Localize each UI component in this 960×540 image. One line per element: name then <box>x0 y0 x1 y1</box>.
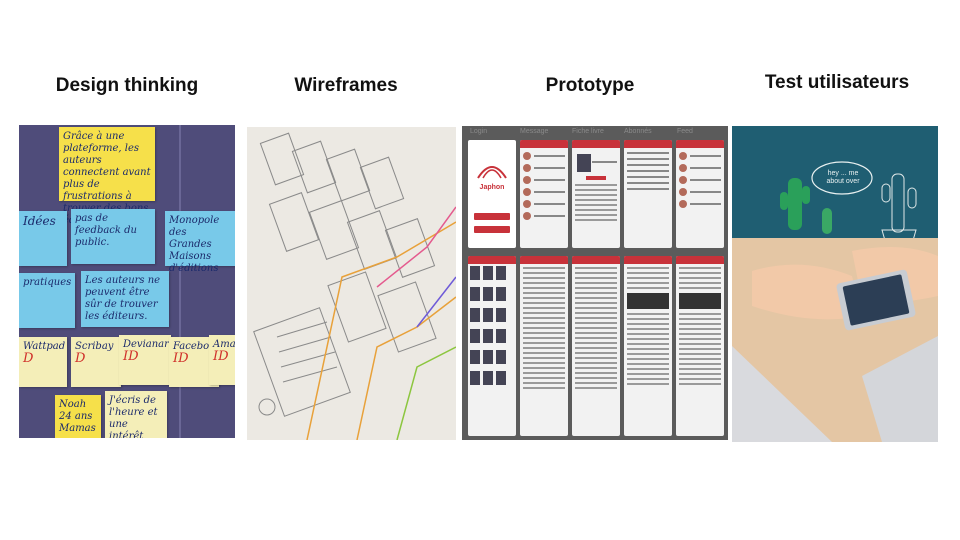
wireframe-sketch-drawing <box>253 132 456 440</box>
sticky-note-bottom: J'écris de l'heure et une intérêt pour l… <box>105 391 167 438</box>
prototype-reading-screen-3 <box>624 256 672 436</box>
prototype-fiche-livre-screen <box>572 140 620 248</box>
prototype-app-name: Japhon <box>479 184 505 191</box>
column-title-design-thinking: Design thinking <box>55 75 199 96</box>
user-test-illustration <box>732 161 938 442</box>
prototype-screen-label-login: Login <box>470 128 488 135</box>
user-test-photo: hey ... me about over <box>732 126 938 442</box>
sticky-note-amazon-label: Amazon <box>213 339 235 350</box>
sticky-note-idees: Idées <box>19 211 67 266</box>
column-title-wireframes: Wireframes <box>294 75 398 96</box>
sticky-note-scribay-tag: D <box>75 351 86 366</box>
sticky-note-devianart-tag: ID <box>123 349 139 364</box>
sticky-note-scribay-label: Scribay <box>75 341 114 352</box>
sticky-note-scribay: Scribay D <box>71 337 121 387</box>
sticky-note-wattpad: Wattpad D <box>19 337 67 387</box>
sticky-note-feedback: pas de feedback du public. <box>71 209 155 264</box>
sticky-note-devianart: Devianart ID <box>119 335 173 385</box>
prototype-reading-screen-2 <box>572 256 620 436</box>
sticky-note-pratiques: pratiques <box>19 273 75 328</box>
sticky-note-auteurs: Les auteurs ne peuvent être sûr de trouv… <box>81 271 169 327</box>
sticky-note-facebook-label: Facebook <box>173 341 222 352</box>
prototype-screen-label-abonnes: Abonnés <box>624 128 652 135</box>
sticky-note-wattpad-label: Wattpad <box>23 341 66 352</box>
design-thinking-photo: Grâce à une plateforme, les auteurs conn… <box>19 125 235 438</box>
prototype-message-screen <box>520 140 568 248</box>
prototype-screen-label-fiche-livre: Fiche livre <box>572 128 604 135</box>
user-test-bubble-text: hey ... me about over <box>826 170 860 185</box>
sticky-note-wattpad-tag: D <box>23 351 34 366</box>
prototype-login-screen: Japhon <box>468 140 516 248</box>
sticky-note-devianart-label: Devianart <box>123 339 173 350</box>
sticky-note-noah: Noah 24 ans Mamas <box>55 395 101 438</box>
sticky-note-amazon: Amazon ID <box>209 335 235 385</box>
column-title-test-utilisateurs: Test utilisateurs <box>764 72 910 93</box>
wireframes-photo <box>247 127 456 440</box>
prototype-screen-label-message: Message <box>520 128 549 135</box>
japhon-logo-icon <box>477 166 507 179</box>
sticky-note-monopole: Monopole des Grandes Maisons d'éditions <box>165 211 235 274</box>
prototype-feed-screen <box>676 140 724 248</box>
prototype-photo: Login Message Fiche livre Abonnés Feed J… <box>462 126 728 440</box>
prototype-reading-screen-4 <box>676 256 724 436</box>
prototype-library-screen <box>468 256 516 436</box>
prototype-abonnes-screen <box>624 140 672 248</box>
prototype-reading-screen-1 <box>520 256 568 436</box>
sticky-note-idea: Grâce à une plateforme, les auteurs conn… <box>59 127 155 226</box>
column-title-prototype: Prototype <box>545 75 635 96</box>
sticky-note-amazon-tag: ID <box>213 349 229 364</box>
sticky-note-facebook-tag: ID <box>173 351 189 366</box>
prototype-screen-label-feed: Feed <box>677 128 693 135</box>
